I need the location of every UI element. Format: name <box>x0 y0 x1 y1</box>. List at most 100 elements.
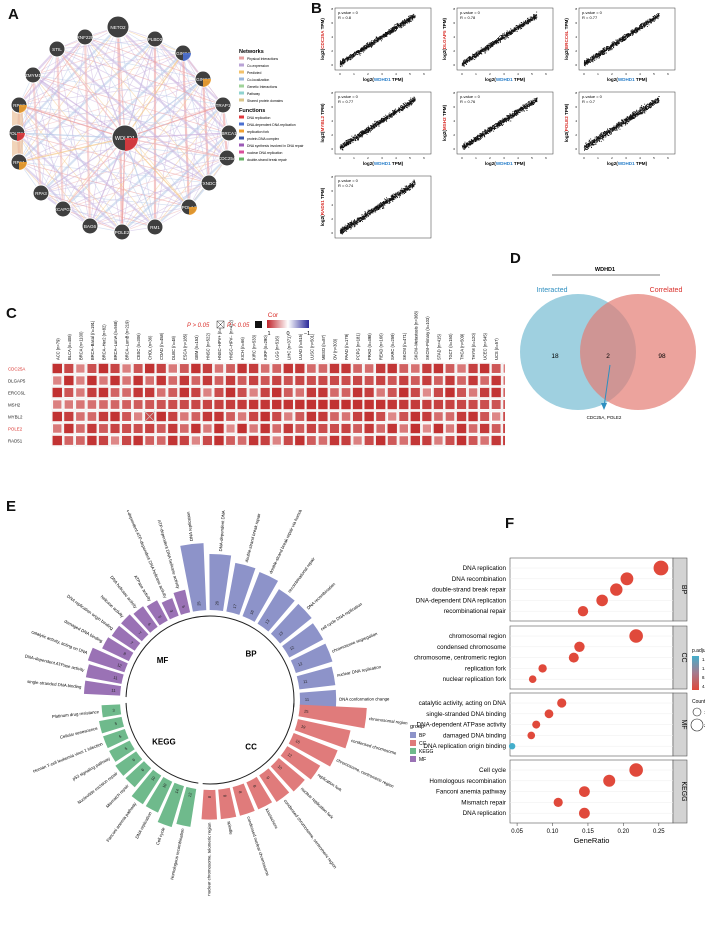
term-label: helicase activity <box>100 594 126 619</box>
data-point <box>629 629 643 643</box>
heatmap-cell <box>156 400 166 409</box>
function-legend-label: nuclear DNA replication <box>247 151 283 155</box>
term-label: Platinum drug resistance <box>52 709 100 719</box>
sector-bar <box>157 782 184 828</box>
heatmap-cell <box>433 423 444 434</box>
column-label: THCA (n=509) <box>460 333 465 360</box>
bar-count: 10 <box>150 775 157 782</box>
legend-scale-label: 1 <box>267 331 270 337</box>
data-point <box>528 675 537 683</box>
x-tick-label: 4 <box>639 72 641 76</box>
heatmap-cell <box>145 376 154 385</box>
data-point <box>532 720 541 729</box>
venn-overlap-count: 2 <box>606 353 610 360</box>
heatmap-cell <box>456 399 467 410</box>
row-label: MYBL2 <box>8 415 23 420</box>
heatmap-cell <box>133 435 143 446</box>
group-legend-label: BP <box>419 733 426 739</box>
network-edge <box>18 137 126 163</box>
network-edge <box>89 78 204 227</box>
heatmap-cell <box>191 363 201 374</box>
heatmap-cell <box>168 388 178 397</box>
y-axis-label: log2(MYBL2 TPM) <box>320 103 325 143</box>
x-tick-label: 4 <box>395 72 397 76</box>
function-annotation <box>189 207 197 215</box>
heatmap-cell <box>87 423 97 434</box>
heatmap-cell <box>491 364 501 373</box>
heatmap-panel: ACC (n=79)BLCA (n=408)BRCA (n=1100)BRCA–… <box>8 310 505 447</box>
sector-bar <box>282 623 324 658</box>
x-tick-label: 5 <box>653 72 655 76</box>
x-axis-label: log2(WDHD1 TPM) <box>485 77 526 82</box>
network-edge <box>89 182 210 227</box>
legend-color-bar <box>267 320 309 328</box>
heatmap-cell <box>260 435 270 446</box>
function-annotation <box>19 105 27 113</box>
bar-count: 12 <box>187 791 193 797</box>
heatmap-cell <box>64 400 74 409</box>
function-legend-label: replication fork <box>247 130 269 134</box>
gene-node <box>76 28 94 46</box>
y-tick-label: 2 <box>575 133 577 137</box>
network-edge <box>121 78 204 233</box>
heatmap-cell <box>399 399 409 410</box>
heatmap-cell <box>468 436 478 445</box>
heatmap-cell <box>98 363 109 374</box>
x-tick-label: 1 <box>353 72 355 76</box>
heatmap-cell <box>249 388 258 397</box>
heatmap-cell <box>479 363 490 374</box>
heatmap-cell <box>64 375 74 386</box>
column-label: READ (n=166) <box>379 333 384 360</box>
network-legend-swatch <box>239 77 244 81</box>
scatter-points <box>583 13 660 67</box>
row-label: POLE2 <box>8 427 23 432</box>
heatmap-cell <box>480 399 490 410</box>
data-point <box>527 731 536 740</box>
heatmap-cell <box>399 364 409 373</box>
function-legend-swatch <box>239 143 244 147</box>
heatmap-cell <box>202 399 213 410</box>
bar-count: 7 <box>129 640 134 646</box>
network-edge <box>121 137 126 233</box>
sector-bar <box>270 758 305 792</box>
sector-bar <box>111 625 141 651</box>
heatmap-cell <box>295 412 305 421</box>
network-edge <box>16 132 91 227</box>
heatmap-cell <box>318 423 328 434</box>
function-legend-swatch <box>239 157 244 161</box>
y-tick-label: 2 <box>453 49 455 53</box>
gene-node <box>220 124 238 142</box>
heatmap-cell <box>284 412 293 421</box>
column-label: OV (n=303) <box>332 338 337 360</box>
heatmap-cell <box>110 423 120 434</box>
network-edge <box>84 36 126 139</box>
venn-right-count: 98 <box>658 353 666 360</box>
y-tick-label: 8 <box>453 91 455 95</box>
heatmap-cell <box>491 424 501 433</box>
bar-count: 13 <box>277 630 284 637</box>
heatmap-cell <box>260 423 270 434</box>
counts-legend-title: Counts <box>692 699 705 705</box>
y-tick-label: 8 <box>453 7 455 11</box>
venn-right-label: Correlated <box>650 287 683 294</box>
network-edge <box>40 137 126 194</box>
heatmap-cell <box>283 376 293 385</box>
network-edge <box>121 132 230 233</box>
network-legend-swatch <box>239 91 244 95</box>
data-point <box>610 583 623 596</box>
heatmap-cell <box>375 399 386 410</box>
sector-bar <box>180 543 207 612</box>
scatter-plot: p-value = 0R = 0.74012345602468log2(WDHD… <box>320 175 432 239</box>
heatmap-cell <box>318 436 328 445</box>
network-edge <box>40 38 156 194</box>
heatmap-cell <box>52 435 62 446</box>
sector-bar <box>102 637 134 662</box>
function-legend-label: DNA-dependent DNA replication <box>247 123 296 127</box>
term-label: Mismatch repair <box>105 783 130 809</box>
term-label: DNA replication <box>134 810 153 839</box>
column-label: THYM (n=120) <box>471 332 476 360</box>
x-tick-label: 1 <box>597 72 599 76</box>
term-label: single-stranded DNA binding <box>426 711 506 718</box>
